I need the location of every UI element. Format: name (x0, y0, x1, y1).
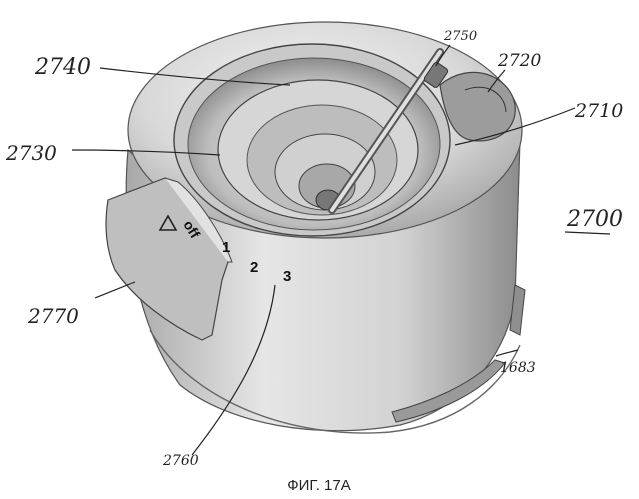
label-2740: 2740 (34, 55, 91, 80)
dial-2: 2 (250, 259, 258, 276)
label-2710: 2710 (574, 100, 623, 122)
label-2760: 2760 (162, 453, 199, 469)
label-2730: 2730 (5, 141, 57, 165)
label-1683: 1683 (500, 360, 536, 376)
label-2770: 2770 (27, 304, 79, 328)
dial-3: 3 (283, 268, 291, 285)
bowl-rings (174, 44, 450, 236)
dial-1: 1 (222, 239, 230, 256)
label-2700: 2700 (566, 207, 623, 232)
label-2750: 2750 (443, 29, 477, 44)
figure-caption: ФИГ. 17A (287, 477, 351, 494)
label-2720: 2720 (497, 51, 541, 71)
